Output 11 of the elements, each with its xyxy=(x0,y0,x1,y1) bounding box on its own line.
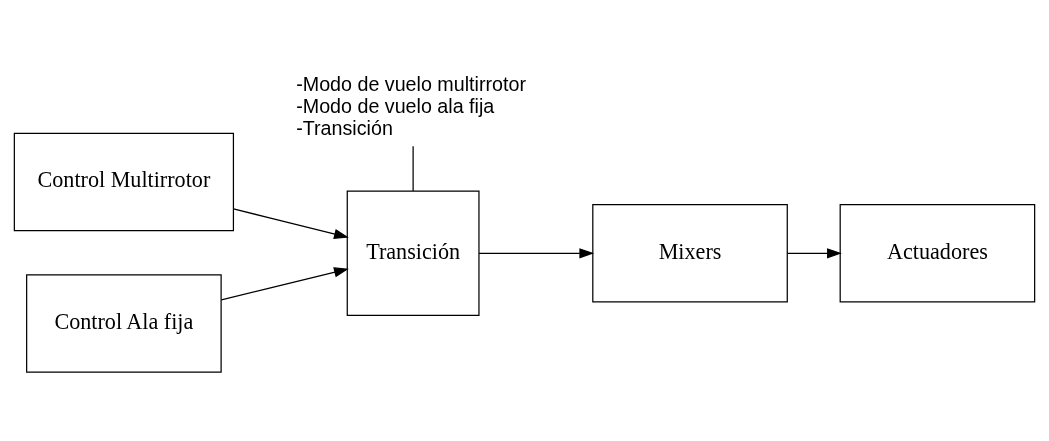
node-box: Mixers xyxy=(592,203,788,303)
node-box: Actuadores xyxy=(839,203,1036,303)
arrow xyxy=(478,247,595,258)
node-box: Control Multirrotor xyxy=(13,132,235,231)
node-text: -Modo de vuelo multirrotor -Modo de vuelo ala fija -Transición xyxy=(296,72,526,139)
arrow xyxy=(220,266,349,300)
node-box: Transición xyxy=(346,190,480,316)
node-box: Control Ala fija xyxy=(26,273,222,373)
arrow xyxy=(232,207,349,239)
connector xyxy=(412,145,414,192)
arrow xyxy=(786,247,842,258)
